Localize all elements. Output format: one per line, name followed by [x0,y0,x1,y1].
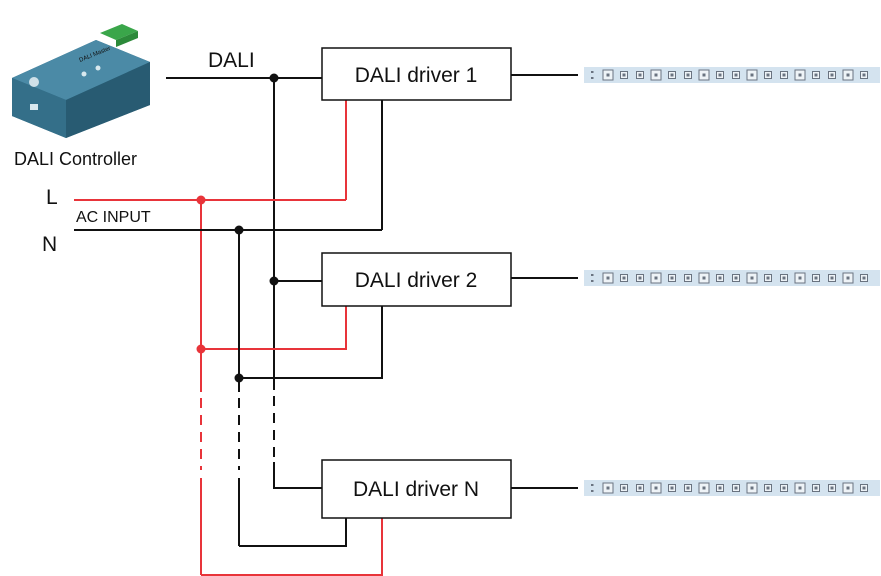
driver-box-n: DALI driver N [321,459,512,519]
led-chip-center [638,276,642,280]
led-chip-center [830,276,834,280]
dali-bus-wiring [166,77,322,489]
led-chip-center [686,73,690,77]
led-chip-center [750,276,754,280]
led-chip-center [702,276,706,280]
led-chip-center [846,276,850,280]
driver-label-1: DALI driver 1 [355,64,478,87]
led-chip-center [814,73,818,77]
live-wiring [74,100,383,576]
led-chip-center [654,73,658,77]
strip-pad [591,71,594,73]
strip-pad [591,77,594,79]
led-chip-center [782,73,786,77]
dali-controller-device: DALI Master [12,24,150,138]
led-strip-n [584,480,880,496]
strip-pad [591,280,594,282]
led-chip-center [606,486,610,490]
led-chip-center [670,486,674,490]
led-strip-2 [584,270,880,286]
driver-label-2: DALI driver 2 [355,269,478,292]
driver-outputs [511,74,578,489]
led-chip-center [670,73,674,77]
neutral-wiring [74,100,383,547]
led-chip-center [814,486,818,490]
strip-pad [591,484,594,486]
led-chip-center [750,486,754,490]
led-chip-center [686,486,690,490]
driver-box-2: DALI driver 2 [321,252,512,307]
led-chip-center [846,486,850,490]
led-chip-center [686,276,690,280]
led-chip-center [862,276,866,280]
ac-input-label: AC INPUT [76,209,151,226]
led-chip-center [766,486,770,490]
led-chip-center [734,276,738,280]
neutral-label: N [42,233,57,256]
led-chip-center [606,276,610,280]
led-chip-center [638,73,642,77]
led-chip-center [734,486,738,490]
led-chip-center [846,73,850,77]
led-chip-center [654,276,658,280]
led-chip-center [750,73,754,77]
led-chip-center [766,73,770,77]
terminal-block [100,24,138,40]
controller-label: DALI Controller [14,149,137,169]
led-indicator-icon [29,77,39,87]
driver-label-n: DALI driver N [353,478,479,501]
led-strip-1 [584,67,880,83]
led-chip-center [702,486,706,490]
led-chip-center [830,73,834,77]
led-chip-center [654,486,658,490]
driver-box-1: DALI driver 1 [321,47,512,101]
led-chip-center [798,276,802,280]
led-chip-center [798,486,802,490]
led-chip-center [782,276,786,280]
led-chip-center [638,486,642,490]
led-chip-center [622,73,626,77]
led-chip-center [798,73,802,77]
live-label: L [46,186,58,209]
led-chip-center [718,73,722,77]
led-chip-center [702,73,706,77]
led-chip-center [670,276,674,280]
led-chip-center [862,486,866,490]
led-chip-center [830,486,834,490]
led-chip-center [814,276,818,280]
dali-bus-label: DALI [208,49,255,72]
strip-pad [591,274,594,276]
led-chip-center [622,276,626,280]
led-chip-center [862,73,866,77]
led-chip-center [718,276,722,280]
led-chip-center [622,486,626,490]
led-chip-center [782,486,786,490]
led-chip-center [734,73,738,77]
led-chip-center [718,486,722,490]
strip-pad [591,490,594,492]
led-chip-center [766,276,770,280]
led-chip-center [606,73,610,77]
